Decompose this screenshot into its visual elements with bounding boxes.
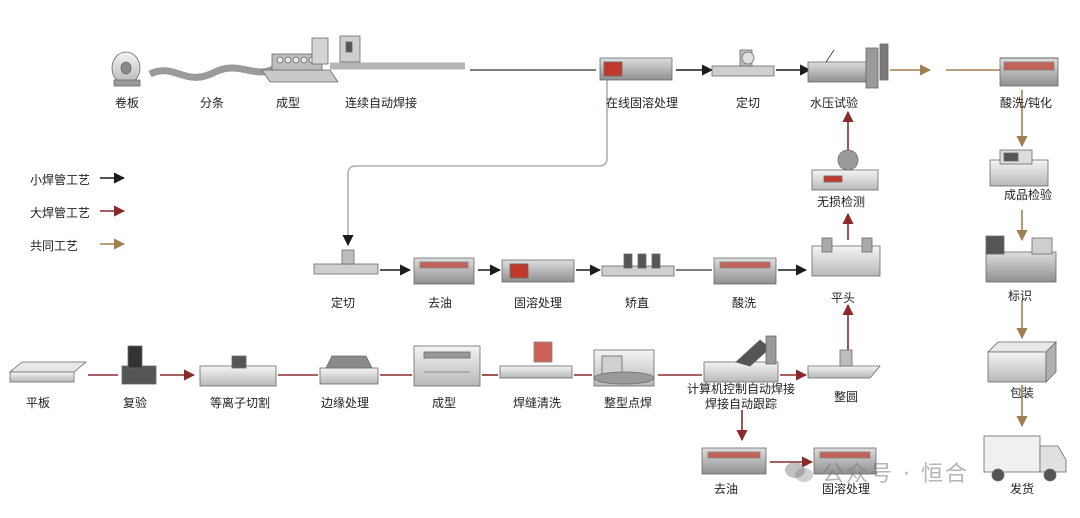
label-gurong-bot: 固溶处理: [821, 482, 871, 496]
label-pingban: 平板: [25, 396, 51, 410]
label-zhengxing: 整型点焊: [603, 396, 653, 410]
label-quyou-bot: 去油: [713, 482, 739, 496]
label-quyou-mid: 去油: [427, 296, 453, 310]
label-jisuanji-2: 焊接自动跟踪: [704, 397, 778, 411]
straightener: [601, 253, 675, 277]
legend-label-small-pipe: 小焊管工艺: [30, 173, 91, 187]
auto-welder: [703, 335, 779, 383]
label-zhengyuan: 整圆: [833, 390, 859, 404]
solution-furnace-bot: [813, 447, 877, 475]
legend-label-common: 共同工艺: [30, 239, 79, 253]
degrease-tank-bot: [701, 447, 767, 475]
forming-machine-large: [413, 345, 481, 387]
label-hanfeng: 焊缝清洗: [512, 396, 562, 410]
label-wusun: 无损检测: [816, 195, 866, 209]
label-gurong-mid: 固溶处理: [513, 296, 563, 310]
label-bianyuan: 边缘处理: [320, 396, 370, 410]
ndt-machine: [811, 149, 879, 191]
coil-machine: [111, 51, 141, 87]
label-baozhuang: 包装: [1009, 386, 1035, 400]
solution-furnace-top: [599, 57, 673, 81]
edge-processor: [319, 355, 379, 385]
label-chengpin: 成品检验: [1003, 188, 1053, 202]
label-fahuo: 发货: [1009, 482, 1035, 496]
legend-label-large-pipe: 大焊管工艺: [30, 206, 91, 220]
weld-cleaner: [499, 341, 573, 379]
label-fuyan: 复验: [122, 396, 148, 410]
label-fentiao: 分条: [199, 96, 225, 110]
reinspection-device: [121, 345, 157, 385]
label-juanban: 卷板: [114, 96, 140, 110]
inspection-machine: [989, 149, 1049, 187]
label-zaixian: 在线固溶处理: [605, 96, 679, 110]
pickling-tank-top: [999, 57, 1059, 87]
delivery-truck: [983, 435, 1067, 482]
marking-machine: [985, 235, 1057, 283]
label-chengxing-large: 成型: [431, 396, 457, 410]
watermark: 公众号 · 恒合: [784, 452, 969, 492]
label-lianxu: 连续自动焊接: [344, 96, 418, 110]
label-dengli: 等离子切割: [209, 396, 271, 410]
label-suanxi-dunhua: 酸洗/钝化: [999, 96, 1053, 110]
package-bundle: [987, 341, 1057, 383]
pickling-tank-mid: [713, 257, 777, 285]
rounding-machine: [807, 349, 881, 379]
label-jisuanji-1: 计算机控制自动焊接: [686, 382, 796, 396]
cutter-mid: [313, 249, 379, 275]
label-dingqie-top: 定切: [735, 96, 761, 110]
label-biaoshi: 标识: [1007, 289, 1033, 303]
shaping-spot-welder: [593, 349, 655, 387]
end-facing-machine: [811, 237, 881, 277]
plasma-cutter: [199, 355, 277, 387]
flat-plate: [8, 361, 88, 383]
label-pingtou: 平头: [830, 291, 856, 305]
wechat-icon: [785, 462, 813, 482]
label-chengxing-small: 成型: [275, 96, 301, 110]
legend: [100, 172, 126, 250]
cutter-top: [711, 49, 775, 77]
equipment: [8, 35, 1067, 482]
degrease-tank-mid: [413, 257, 475, 285]
flow-lines: [88, 62, 1028, 468]
hydro-tester: [807, 43, 889, 89]
label-jiaozhi: 矫直: [624, 296, 650, 310]
label-suanxi-mid: 酸洗: [731, 296, 757, 310]
line-zaixian-down: [342, 80, 608, 247]
strip-fentiao-chengxing: [148, 64, 277, 81]
watermark-text: 公众号 · 恒合: [822, 462, 969, 487]
label-shuiya: 水压试验: [809, 96, 859, 110]
solution-furnace-mid: [501, 259, 575, 283]
label-dingqie-mid: 定切: [330, 296, 356, 310]
forming-machine-small: [261, 35, 361, 83]
